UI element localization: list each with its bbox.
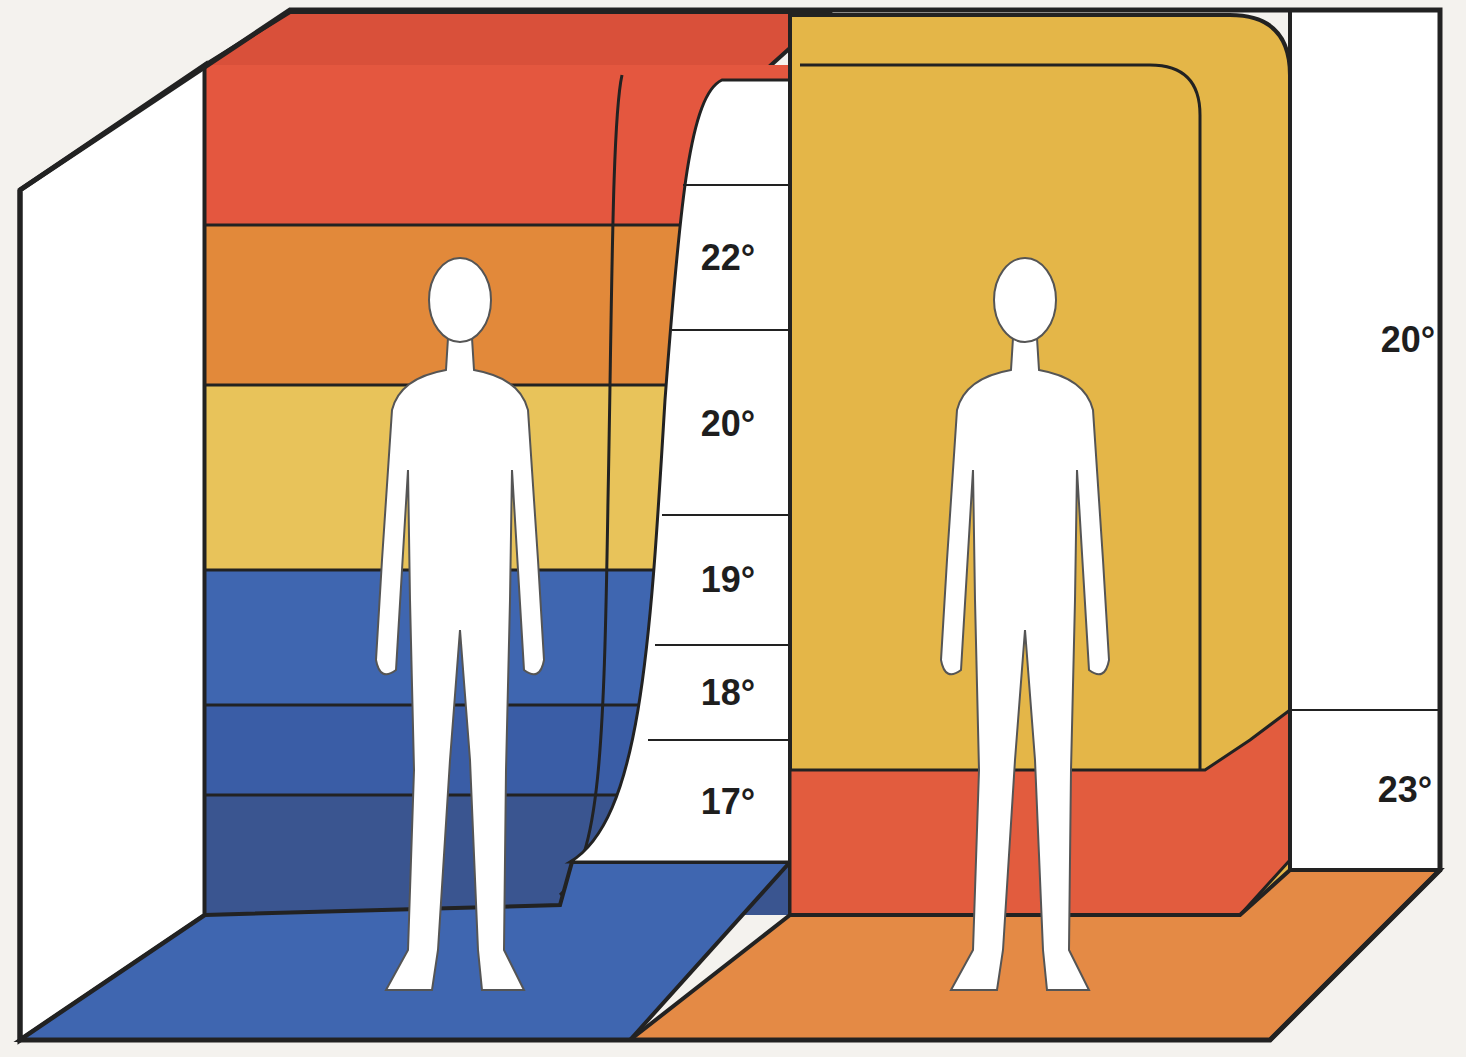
side-wall: [20, 65, 205, 1040]
temperature-label: 22°: [701, 240, 755, 276]
wall-curve: [560, 75, 622, 895]
scale-lines: [648, 185, 790, 740]
temperature-label: 17°: [701, 784, 755, 820]
temperature-label: 20°: [1381, 322, 1435, 358]
side-wall: [1290, 10, 1440, 870]
temperature-label: 20°: [701, 406, 755, 442]
temperature-label: 23°: [1378, 772, 1432, 808]
floor: [630, 870, 1440, 1040]
human-figure: [941, 258, 1109, 990]
scale-strip: [570, 80, 790, 862]
scale-lines: [1290, 709, 1440, 711]
human-figure: [376, 258, 544, 990]
frame: [20, 10, 1440, 1040]
temperature-label: 18°: [701, 675, 755, 711]
temperature-label: 19°: [701, 562, 755, 598]
